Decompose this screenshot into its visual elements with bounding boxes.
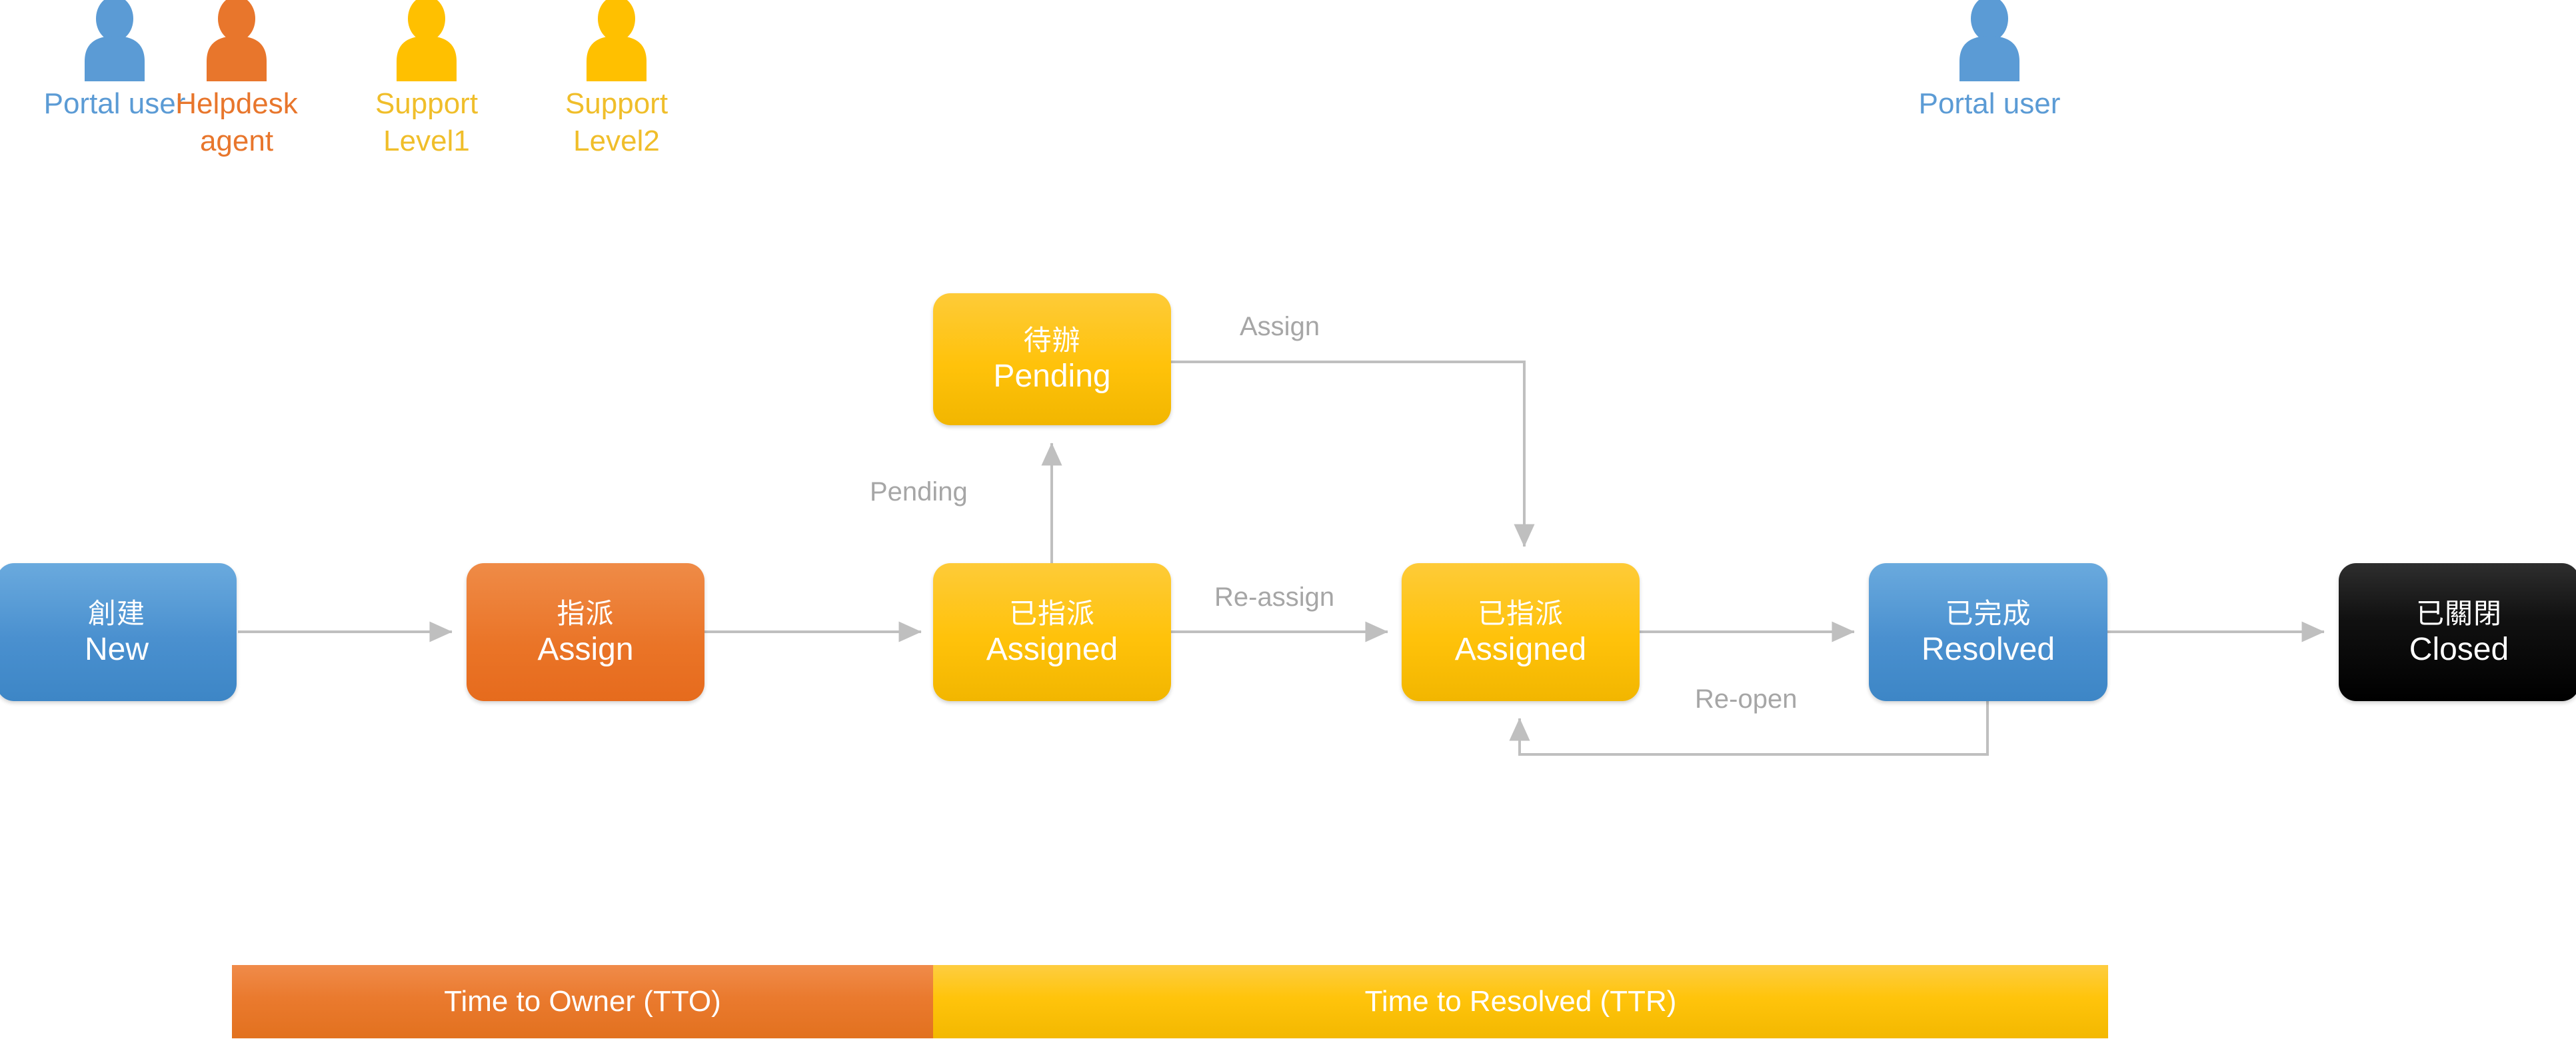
actor-label: Portal user [43, 87, 186, 120]
person-icon [207, 0, 267, 81]
node-label-en: Pending [993, 359, 1111, 394]
node-label-en: New [84, 631, 149, 667]
node-label-en: Assign [537, 631, 634, 667]
node-label-cn: 已指派 [1008, 597, 1095, 629]
actor-label: Helpdesk agent [175, 87, 298, 157]
sla-label: Time to Resolved (TTR) [1364, 985, 1677, 1018]
person-icon [85, 0, 145, 81]
actor-support-level1: Support Level1 [327, 0, 527, 160]
node-assigned-level1[interactable]: 已指派 Assigned [933, 563, 1171, 701]
node-label-cn: 已關閉 [2415, 597, 2502, 629]
node-assigned-level2[interactable]: 已指派 Assigned [1402, 563, 1640, 701]
node-new[interactable]: 創建 New [0, 563, 237, 701]
actor-portal-user-start: Portal user [15, 0, 215, 123]
actor-helpdesk-agent: Helpdesk agent [137, 0, 337, 160]
node-closed[interactable]: 已關閉 Closed [2339, 563, 2576, 701]
node-label-cn: 創建 [87, 597, 145, 629]
sla-label: Time to Owner (TTO) [444, 985, 721, 1018]
person-icon [397, 0, 457, 81]
node-label-en: Resolved [1921, 631, 2055, 667]
node-label-cn: 指派 [557, 597, 615, 629]
person-icon [587, 0, 646, 81]
edge-label-reassign: Re-assign [1214, 582, 1335, 612]
edge-label-reopen: Re-open [1695, 684, 1798, 714]
node-resolved[interactable]: 已完成 Resolved [1869, 563, 2107, 701]
node-label-cn: 已指派 [1477, 597, 1564, 629]
person-icon [1959, 0, 2019, 81]
actor-label: Support Level2 [565, 87, 668, 157]
node-label-cn: 待辦 [1023, 325, 1081, 356]
wire-pending-to-assigned2 [1171, 361, 1535, 547]
edge-label-pending: Pending [870, 477, 968, 507]
sla-bar-ttr: Time to Resolved (TTR) [933, 965, 2108, 1038]
node-assign[interactable]: 指派 Assign [467, 563, 704, 701]
node-label-en: Assigned [986, 631, 1118, 667]
edge-label-assign: Assign [1240, 312, 1320, 341]
actor-label: Portal user [1918, 87, 2061, 120]
node-pending[interactable]: 待辦 Pending [933, 293, 1171, 425]
node-label-cn: 已完成 [1945, 597, 2031, 629]
actor-label: Support Level1 [375, 87, 479, 157]
sla-bar-tto: Time to Owner (TTO) [232, 965, 933, 1038]
node-label-en: Closed [2409, 631, 2509, 667]
node-label-en: Assigned [1454, 631, 1587, 667]
actor-portal-user-end: Portal user [1890, 0, 2089, 123]
actor-support-level2: Support Level2 [517, 0, 716, 160]
